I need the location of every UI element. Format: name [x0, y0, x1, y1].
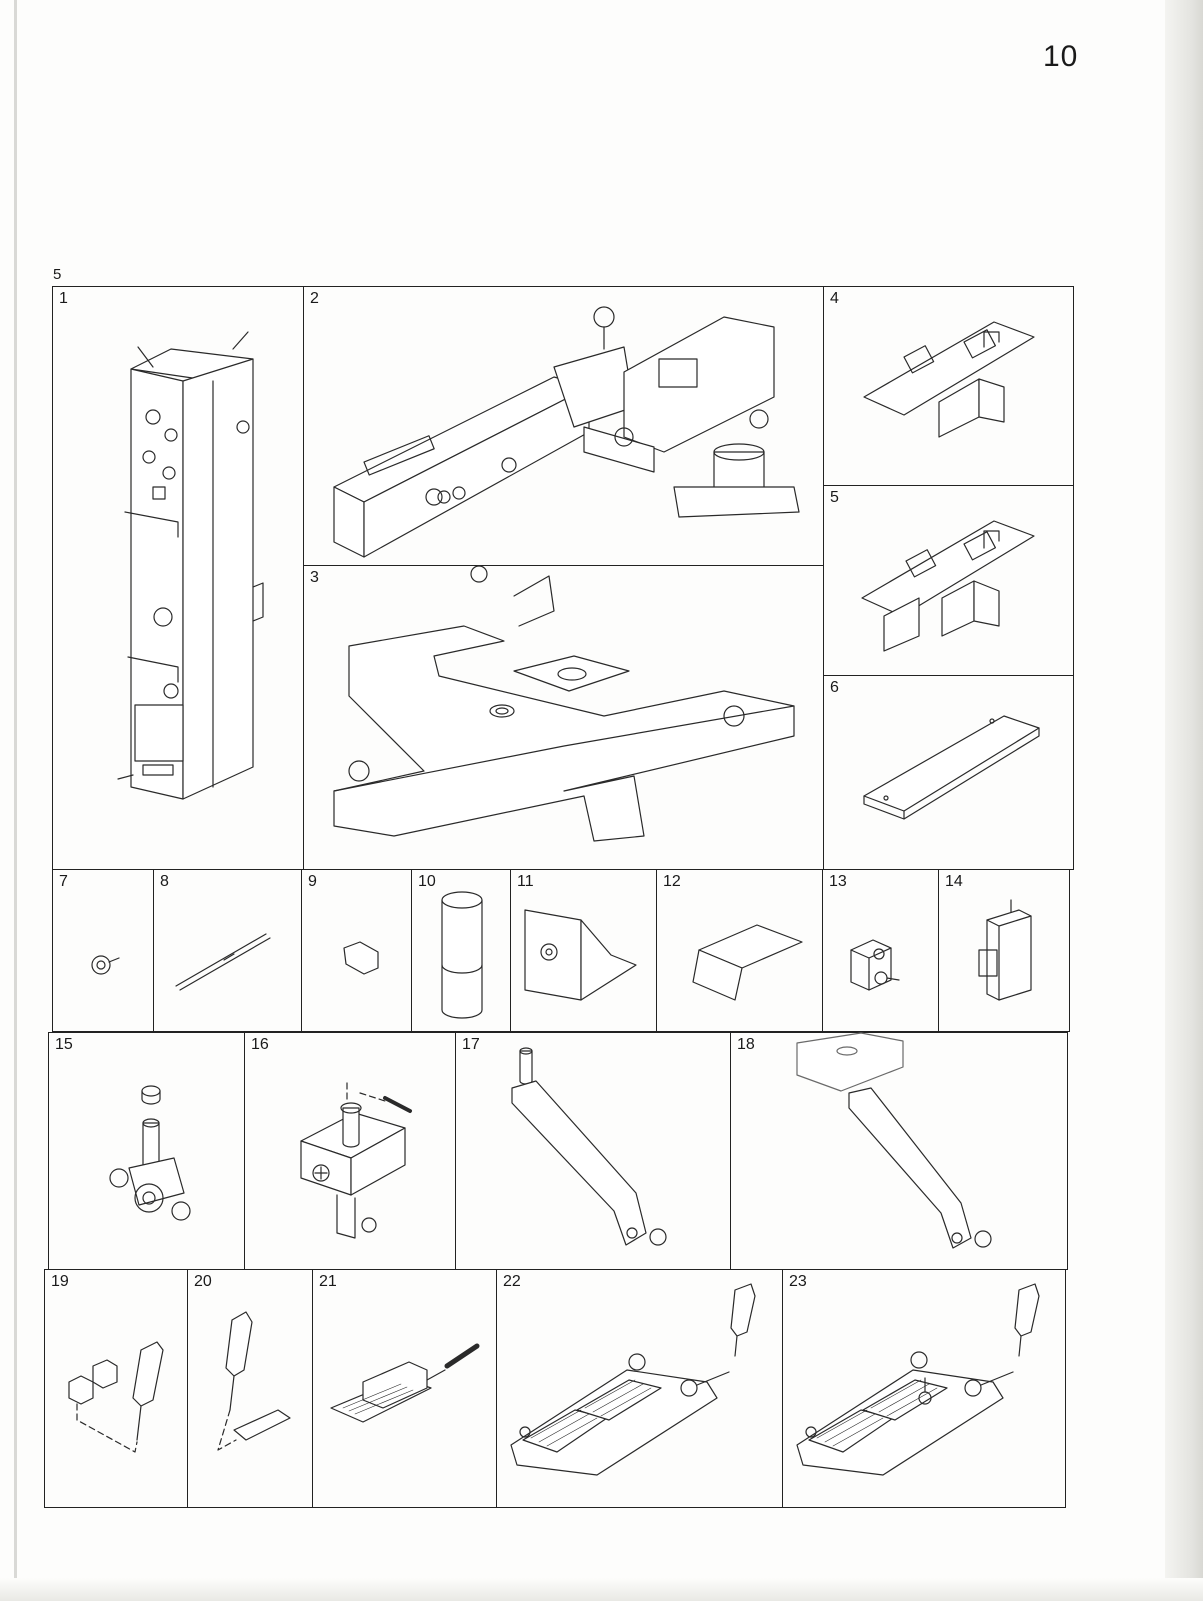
panel-7: 7	[52, 869, 154, 1032]
panel-2: 2	[303, 286, 824, 566]
panel-label: 12	[663, 873, 681, 890]
panel-22: 22	[496, 1269, 783, 1508]
panel-12: 12	[656, 869, 823, 1032]
mounting-plate-with-housings-illustration	[861, 520, 1035, 652]
panel-label: 1	[59, 290, 68, 307]
panel-label: 17	[462, 1036, 480, 1053]
panel-label: 6	[830, 679, 839, 696]
adapter-housing-illustration	[978, 899, 1032, 1001]
panel-21: 21	[312, 1269, 497, 1508]
foot-switch-illustration	[330, 1343, 480, 1423]
rod-illustration	[175, 933, 271, 991]
panel-15: 15	[48, 1032, 245, 1270]
panel-label: 21	[319, 1273, 337, 1290]
panel-label: 15	[55, 1036, 73, 1053]
panel-5: 5	[823, 485, 1074, 676]
double-foot-pedal-with-joystick-illustration	[796, 1283, 1040, 1476]
panel-label: 3	[310, 569, 319, 586]
extension-arm-illustration	[511, 1047, 667, 1246]
panel-label: 20	[194, 1273, 212, 1290]
clamp-block-illustration	[850, 939, 900, 991]
panel-label: 16	[251, 1036, 269, 1053]
panel-label: 11	[517, 873, 534, 890]
hand-switch-with-keypad-illustration	[217, 1311, 291, 1451]
panel-16: 16	[244, 1032, 456, 1270]
panel-label: 2	[310, 290, 319, 307]
swing-arm-illustration	[333, 306, 800, 558]
suspension-arm-illustration	[796, 1032, 992, 1249]
panel-label: 8	[160, 873, 169, 890]
panel-label: 23	[789, 1273, 807, 1290]
panel-3: 3	[303, 565, 824, 870]
panel-18: 18	[730, 1032, 1068, 1270]
panel-1: 1	[52, 286, 304, 870]
panel-14: 14	[938, 869, 1070, 1032]
panel-13: 13	[822, 869, 939, 1032]
panel-19: 19	[44, 1269, 188, 1508]
floor-base-illustration	[333, 565, 795, 842]
bracket-illustration	[343, 941, 379, 975]
panel-label: 4	[830, 290, 839, 307]
panel-label: 10	[418, 873, 436, 890]
page-edge-left	[14, 0, 17, 1601]
panel-label: 22	[503, 1273, 521, 1290]
page-edge-right	[1165, 0, 1203, 1601]
page-edge-bottom	[0, 1578, 1203, 1601]
panel-label: 9	[308, 873, 317, 890]
panel-23: 23	[782, 1269, 1066, 1508]
panel-label: 14	[945, 873, 963, 890]
hand-switch-with-holder-illustration	[68, 1341, 164, 1453]
column-stand-illustration	[117, 331, 264, 800]
mounting-plate-illustration	[863, 321, 1035, 438]
panel-17: 17	[455, 1032, 731, 1270]
tube-illustration	[441, 891, 483, 1019]
panel-6: 6	[823, 675, 1074, 870]
bent-plate-illustration	[692, 924, 803, 1001]
angle-bracket-illustration	[524, 909, 637, 1001]
panel-label: 19	[51, 1273, 69, 1290]
page-number: 10	[1043, 40, 1079, 73]
panel-label: 13	[829, 873, 847, 890]
panel-11: 11	[510, 869, 657, 1032]
figure-number: 5	[53, 266, 62, 283]
panel-label: 7	[59, 873, 68, 890]
panel-9: 9	[301, 869, 412, 1032]
adapter-box-illustration	[300, 1082, 412, 1239]
coupling-illustration	[109, 1085, 191, 1221]
double-foot-pedal-illustration	[510, 1283, 756, 1476]
cover-plate-illustration	[863, 715, 1040, 820]
panel-label: 5	[830, 489, 839, 506]
panel-4: 4	[823, 286, 1074, 486]
panel-8: 8	[153, 869, 302, 1032]
knob-illustration	[91, 955, 120, 975]
panel-20: 20	[187, 1269, 313, 1508]
panel-label: 18	[737, 1036, 755, 1053]
panel-10: 10	[411, 869, 511, 1032]
